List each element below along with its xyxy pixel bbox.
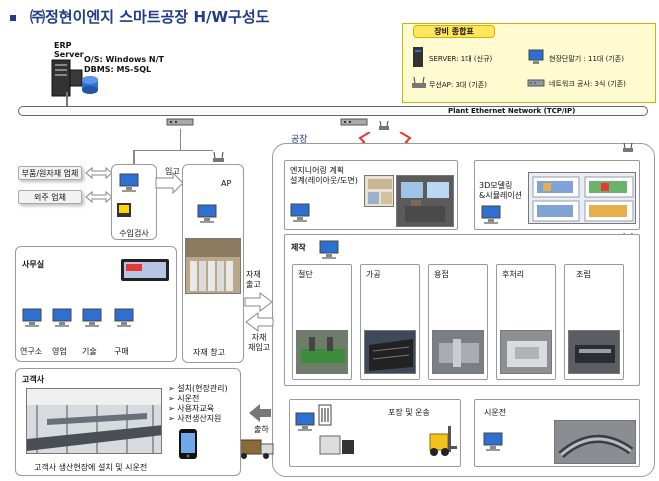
barcode-label-icon (318, 404, 332, 426)
ap-label: AP (221, 179, 232, 188)
warehouse-out-label: 자재 출고 (246, 270, 261, 289)
computer-icon (82, 308, 102, 327)
customer-title: 고객사 (22, 375, 45, 384)
3d-model-photo (528, 172, 636, 224)
cutting-photo (296, 330, 348, 374)
computer-icon (481, 205, 501, 224)
customer-item-text: 시운전 (177, 394, 200, 403)
equipment-server: SERVER: 1대 (신규) (429, 55, 493, 63)
customer-item-text: 사용자교육 (177, 404, 215, 413)
drawing-photo (364, 175, 394, 207)
customer-item: ➢ 설치(현장관리) (168, 384, 228, 393)
equipment-ap: 무선AP: 3대 (기존) (429, 81, 487, 89)
supplier-parts: 부품/원자재 업체 (18, 166, 82, 180)
network-switch-icon (527, 79, 545, 87)
computer-icon (319, 240, 339, 259)
assembly-photo (568, 330, 620, 374)
supplier-arrows (85, 166, 113, 204)
computer-icon (290, 203, 310, 222)
truck-icon (236, 439, 274, 459)
computer-icon (22, 308, 42, 327)
customer-item-text: 설치(현장관리) (177, 384, 228, 393)
wireless-ap-icon (412, 76, 426, 88)
equipment-summary-title: 장비 종합표 (413, 25, 495, 38)
machining-photo (364, 330, 416, 374)
warehouse-label: 자재 창고 (193, 348, 225, 357)
antenna-icon (623, 143, 633, 152)
switch-icon (166, 118, 194, 126)
dept-label: 영업 (52, 347, 67, 356)
erp-server-icon (51, 59, 98, 97)
customer-site-photo (26, 388, 162, 454)
shipping-arrow (249, 404, 271, 422)
production-title: 제작 (291, 243, 306, 252)
packing-box (289, 399, 461, 467)
barcode-scanner-icon (117, 203, 131, 217)
incoming-inspection-label: 수입검사 (119, 229, 149, 238)
computer-icon (483, 432, 503, 451)
supplier-outsourcing: 외주 업체 (18, 190, 82, 204)
tablet-icon (121, 259, 169, 281)
erp-connector (66, 92, 68, 106)
computer-icon (197, 204, 217, 223)
computer-icon (119, 173, 139, 192)
modeling-label: 3D모델링 &시뮬레이션 (479, 181, 523, 200)
engineering-label: 엔지니어링 계획 설계(레이아웃/도면) (290, 166, 358, 185)
warehouse-return-label: 자재 재입고 (248, 333, 271, 352)
antenna-icon (379, 121, 389, 130)
computer-icon (295, 412, 315, 431)
customer-item: ➢ 사전생산지원 (168, 414, 222, 423)
return-arrow (245, 312, 274, 332)
step-label: 절단 (298, 270, 313, 279)
switch-icon (340, 118, 368, 126)
printer-scanner-icon (319, 435, 354, 455)
out-arrow (244, 292, 273, 312)
equipment-summary-box: 장비 종합표 SERVER: 1대 (신규) 현장단말기 : 11대 (기존) … (402, 23, 656, 103)
incoming-label: 입고 (165, 167, 180, 176)
factory-label: 공장 (291, 135, 308, 145)
step-label: 조립 (576, 270, 591, 279)
network-bus (18, 106, 648, 116)
connector-line (180, 129, 181, 151)
engineering-workstation-photo (396, 175, 454, 227)
server-icon (413, 47, 423, 67)
customer-caption: 고객사 생산현장에 설치 및 시운전 (34, 463, 148, 472)
packing-label: 포장 및 운송 (388, 408, 430, 417)
step-label: 용접 (434, 270, 449, 279)
erp-server-label: ERP Server (54, 41, 84, 59)
step-label: 가공 (366, 270, 381, 279)
dept-label: 기술 (82, 347, 97, 356)
erp-os: O/S: Windows N/T (84, 55, 164, 64)
forklift-icon (429, 426, 457, 456)
computer-icon (114, 308, 134, 327)
computer-icon (52, 308, 72, 327)
equipment-terminal: 현장단말기 : 11대 (기존) (549, 55, 624, 63)
equipment-network-work: 네트워크 공사: 3식 (기존) (549, 80, 626, 88)
connector-line (133, 150, 213, 151)
title-text: ㈜정현이엔지 스마트공장 H/W구성도 (30, 8, 270, 26)
smartphone-icon (179, 429, 197, 459)
post-processing-photo (500, 330, 552, 374)
page-title: ㈜정현이엔지 스마트공장 H/W구성도 (10, 6, 269, 27)
customer-item: ➢ 시운전 (168, 394, 200, 403)
warehouse-photo (185, 238, 241, 294)
trial-run-photo (554, 420, 636, 464)
network-label: Plant Ethernet Network (TCP/IP) (448, 107, 576, 115)
trial-run-label: 시운전 (484, 408, 507, 417)
step-label: 후처리 (502, 270, 525, 279)
shipping-label: 출하 (254, 425, 269, 434)
terminal-icon (528, 49, 544, 64)
connector-line (133, 150, 135, 164)
dept-label: 구매 (114, 347, 129, 356)
title-bullet (10, 14, 16, 21)
dept-label: 연구소 (20, 347, 43, 356)
erp-dbms: DBMS: MS-SQL (84, 65, 152, 74)
customer-item-text: 사전생산지원 (177, 414, 222, 423)
customer-item: ➢ 사용자교육 (168, 404, 215, 413)
welding-photo (432, 330, 484, 374)
incoming-arrow (155, 172, 184, 194)
antenna-icon (213, 152, 224, 162)
office-title: 사무실 (22, 260, 45, 269)
